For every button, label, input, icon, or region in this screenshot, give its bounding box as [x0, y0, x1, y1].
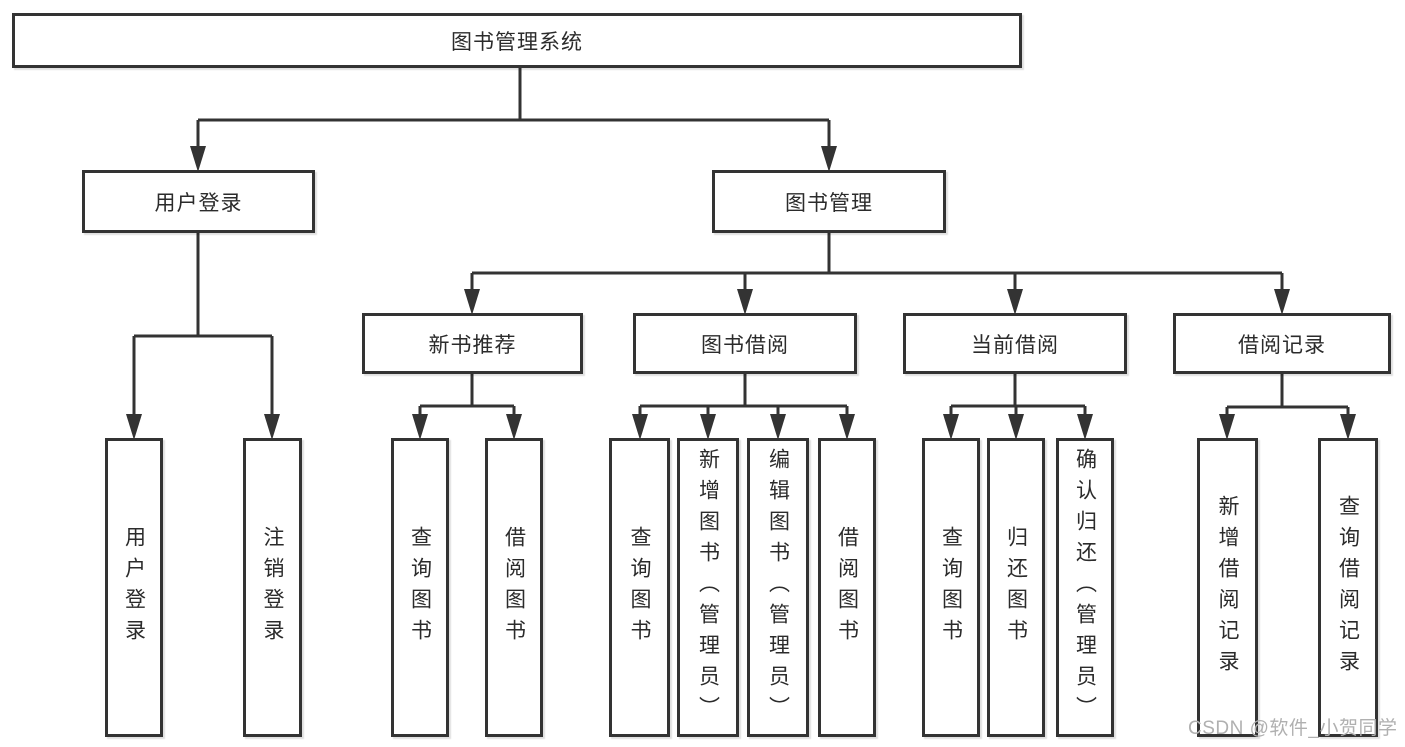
node-new-book-recommend: 新书推荐 — [362, 313, 583, 374]
leaf-logout-login: 注销登录 — [243, 438, 302, 737]
leaf-edit-books-admin: 编辑图书（管理员） — [747, 438, 809, 737]
leaf-borrow-books: 借阅图书 — [818, 438, 876, 737]
leaf-query-books-recommend: 查询图书 — [391, 438, 449, 737]
leaf-add-borrow-record: 新增借阅记录 — [1197, 438, 1258, 737]
leaf-add-books-admin: 新增图书（管理员） — [677, 438, 739, 737]
leaf-query-books-current: 查询图书 — [922, 438, 980, 737]
csdn-watermark: CSDN @软件_小贺同学 — [1188, 718, 1398, 739]
leaf-borrow-books-recommend: 借阅图书 — [485, 438, 543, 737]
node-borrowing-records: 借阅记录 — [1173, 313, 1391, 374]
node-book-borrowing: 图书借阅 — [633, 313, 857, 374]
leaf-confirm-return-admin: 确认归还（管理员） — [1056, 438, 1114, 737]
node-library-management-system: 图书管理系统 — [12, 13, 1022, 68]
leaf-user-login: 用户登录 — [105, 438, 163, 737]
leaf-return-books: 归还图书 — [987, 438, 1045, 737]
leaf-query-borrow-record: 查询借阅记录 — [1318, 438, 1378, 737]
node-user-login: 用户登录 — [82, 170, 315, 233]
node-book-management: 图书管理 — [712, 170, 946, 233]
node-current-borrowing: 当前借阅 — [903, 313, 1127, 374]
leaf-query-books-borrowing: 查询图书 — [609, 438, 670, 737]
